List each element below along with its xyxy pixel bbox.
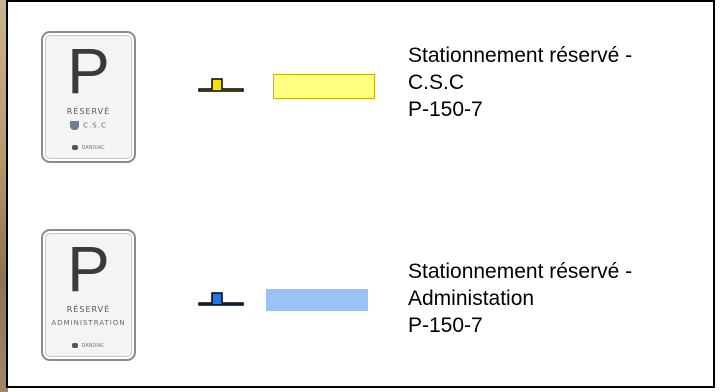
logo-icon bbox=[72, 343, 79, 348]
parking-symbol-icon bbox=[198, 78, 244, 92]
parking-sign-image: P RÉSERVÉ C.S.C DANDIAC bbox=[41, 31, 136, 163]
label-line-1: Stationnement réservé - bbox=[408, 260, 633, 283]
parking-symbol-icon bbox=[198, 292, 244, 306]
sign-footer: DANDIAC bbox=[43, 145, 134, 151]
legend-entry-administration: P RÉSERVÉ ADMINISTRATION DANDIAC Station… bbox=[8, 224, 713, 374]
sign-sub-text: C.S.C bbox=[43, 121, 134, 130]
label-line-2: Administation bbox=[408, 287, 535, 310]
parking-sign-image: P RÉSERVÉ ADMINISTRATION DANDIAC bbox=[41, 229, 136, 361]
sign-footer-text: DANDIAC bbox=[81, 343, 105, 349]
sign-reserved-text: RÉSERVÉ bbox=[66, 305, 111, 314]
legend-panel: P RÉSERVÉ C.S.C DANDIAC Stationnement ré… bbox=[6, 0, 715, 388]
color-swatch bbox=[266, 289, 368, 311]
legend-entry-csc: P RÉSERVÉ C.S.C DANDIAC Stationnement ré… bbox=[8, 26, 713, 176]
label-line-2: C.S.C bbox=[408, 71, 465, 94]
sign-sub-label: C.S.C bbox=[83, 121, 107, 130]
sign-reserved-text: RÉSERVÉ bbox=[66, 107, 111, 116]
sign-sub-text: ADMINISTRATION bbox=[51, 319, 126, 327]
sign-footer: DANDIAC bbox=[43, 343, 134, 349]
sign-letter: P bbox=[67, 233, 110, 305]
legend-label: Stationnement réservé - Administation P-… bbox=[408, 258, 708, 339]
logo-icon bbox=[72, 145, 79, 150]
label-line-1: Stationnement réservé - bbox=[408, 44, 633, 67]
crest-icon bbox=[70, 121, 80, 130]
legend-label: Stationnement réservé - C.S.C P-150-7 bbox=[408, 42, 708, 123]
label-line-3: P-150-7 bbox=[408, 314, 483, 337]
color-swatch bbox=[273, 74, 375, 99]
sign-letter: P bbox=[67, 35, 110, 107]
map-background-edge bbox=[0, 0, 8, 392]
sign-footer-text: DANDIAC bbox=[81, 145, 105, 151]
label-line-3: P-150-7 bbox=[408, 98, 483, 121]
